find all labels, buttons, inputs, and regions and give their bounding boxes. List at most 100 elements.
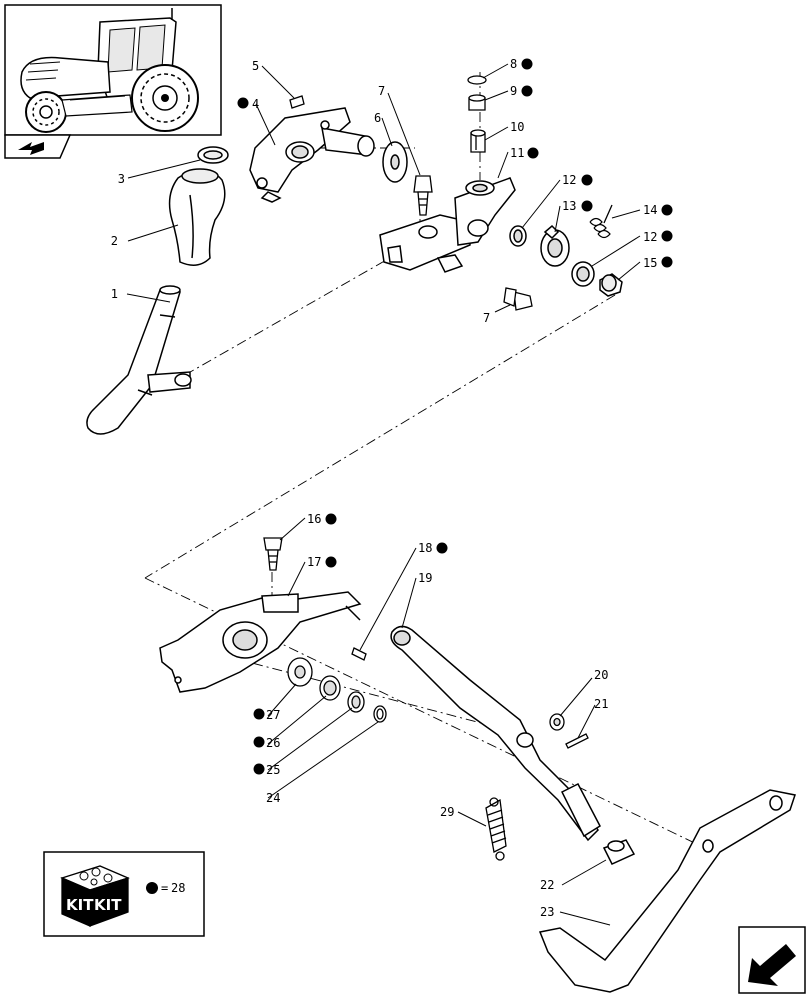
tractor-thumbnail (4, 4, 222, 136)
kit-badge-right: KIT (94, 896, 122, 914)
svg-text:5: 5 (252, 59, 259, 73)
callout-26: 26 (253, 736, 280, 750)
callout-21: 21 (594, 697, 608, 711)
callout-15: 15 (643, 256, 673, 270)
sleeve-lower-part (571, 261, 595, 287)
retaining-ring-24-part (373, 705, 387, 723)
bushing-part (468, 94, 486, 111)
kit-marker-dot (581, 200, 593, 212)
svg-text:19: 19 (418, 571, 432, 585)
kit-marker-dot (253, 708, 265, 720)
callout-8: 8 (510, 57, 533, 71)
kit-marker-dot (527, 147, 539, 159)
svg-text:25: 25 (266, 763, 280, 777)
kit-marker-dot (325, 513, 337, 525)
callout-27: 27 (253, 708, 280, 722)
reference-arrow-icon (4, 134, 72, 159)
svg-text:23: 23 (540, 905, 554, 919)
callout-1: 1 (111, 287, 118, 301)
svg-text:22: 22 (540, 878, 554, 892)
callout-20: 20 (594, 668, 608, 682)
callout-9: 9 (510, 84, 533, 98)
callout-24: 24 (266, 791, 280, 805)
svg-text:7: 7 (483, 311, 490, 325)
callout-25: 25 (253, 763, 280, 777)
kit-marker-dot (521, 58, 533, 70)
kit-badge-left: KIT (66, 896, 94, 914)
callout-11: 11 (510, 146, 539, 160)
svg-text:8: 8 (510, 57, 517, 71)
callout-12-lower: 12 (643, 230, 673, 244)
leader-lines (126, 63, 641, 926)
svg-text:24: 24 (266, 791, 280, 805)
callout-5: 5 (252, 59, 259, 73)
clip-22-part (602, 839, 636, 865)
svg-text:4: 4 (252, 97, 259, 111)
kit-marker-dot (521, 85, 533, 97)
kit-legend-ref: 28 (171, 881, 185, 895)
selector-body-part (379, 177, 516, 273)
svg-text:9: 9 (510, 84, 517, 98)
bolt-16-part (263, 537, 283, 571)
callout-16: 16 (307, 512, 337, 526)
callout-29: 29 (440, 805, 454, 819)
pedal-arm-part (390, 625, 601, 842)
callout-12-upper: 12 (562, 173, 593, 187)
kit-marker-dot (253, 763, 265, 775)
cap-part (599, 273, 623, 297)
callout-14: 14 (643, 203, 673, 217)
bolt-upper-part (413, 175, 433, 216)
kit-box-icon: KIT KIT (60, 865, 130, 927)
svg-text:18: 18 (418, 541, 432, 555)
callout-3: 3 (118, 172, 125, 186)
callout-6: 6 (374, 111, 381, 125)
svg-text:1: 1 (111, 287, 118, 301)
lever-knob-part (168, 168, 226, 266)
callout-2: 2 (111, 234, 118, 248)
kit-marker-dot (661, 256, 673, 268)
upper-support-part (249, 107, 375, 203)
kit-marker-dot (436, 542, 448, 554)
svg-text:15: 15 (643, 256, 657, 270)
snap-ring-part (467, 75, 487, 85)
sleeve-part (509, 225, 527, 247)
pin-part (289, 95, 305, 109)
navigation-arrow-icon[interactable] (738, 926, 806, 994)
knob-ring-part (197, 146, 229, 164)
svg-text:11: 11 (510, 146, 524, 160)
svg-text:17: 17 (307, 555, 321, 569)
bolt-lower-part (503, 287, 533, 311)
washer-part (382, 141, 408, 183)
kit-marker-dot (325, 556, 337, 568)
callout-17: 17 (307, 555, 337, 569)
washer-20-part (549, 713, 565, 731)
roll-pin-part (470, 129, 486, 153)
ring-26-part (319, 675, 341, 701)
svg-text:29: 29 (440, 805, 454, 819)
kit-marker-dot (146, 882, 158, 894)
svg-text:14: 14 (643, 203, 657, 217)
svg-text:21: 21 (594, 697, 608, 711)
callout-7-upper: 7 (378, 84, 385, 98)
kit-legend-box: KIT KIT = 28 (43, 851, 205, 937)
svg-text:26: 26 (266, 736, 280, 750)
svg-text:13: 13 (562, 199, 576, 213)
lower-lever-part (159, 591, 362, 693)
svg-text:20: 20 (594, 668, 608, 682)
ring-25-part (347, 691, 365, 713)
cam-part (540, 224, 570, 267)
gear-lever-part (86, 285, 192, 435)
callout-13: 13 (562, 199, 593, 213)
kit-marker-dot (237, 97, 249, 109)
washer-27-part (287, 657, 313, 687)
callout-22: 22 (540, 878, 554, 892)
svg-text:2: 2 (111, 234, 118, 248)
kit-marker-dot (661, 204, 673, 216)
svg-text:12: 12 (643, 230, 657, 244)
svg-text:27: 27 (266, 708, 280, 722)
pin-18-part (351, 647, 367, 661)
callout-23: 23 (540, 905, 554, 919)
cotter-pin-21-part (565, 733, 589, 749)
svg-text:12: 12 (562, 173, 576, 187)
